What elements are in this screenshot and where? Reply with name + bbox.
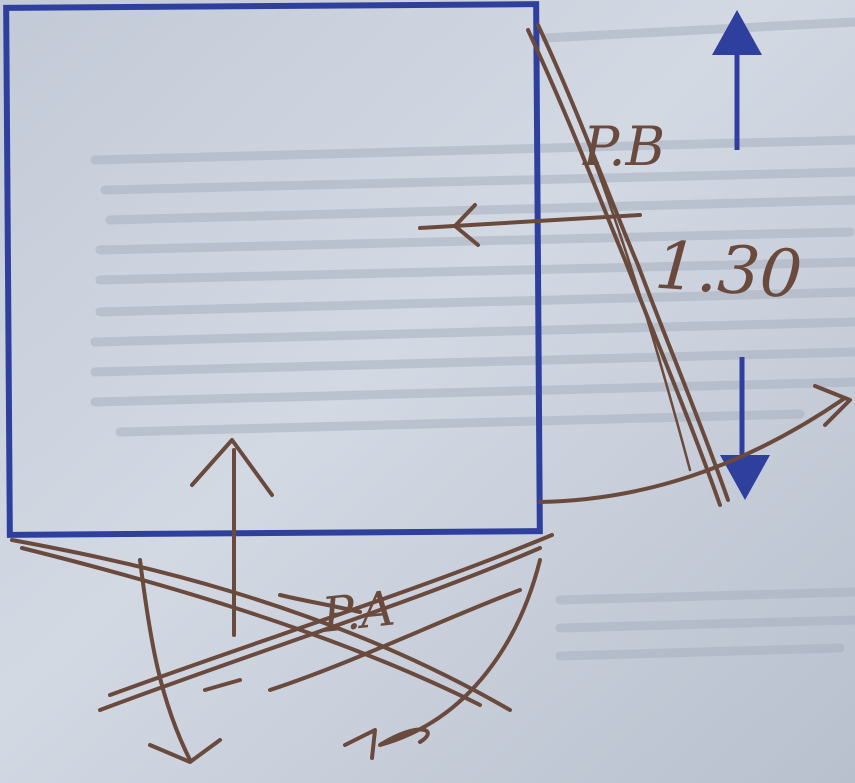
blue-square-outline: [3, 1, 543, 538]
slanted-leg-line-2: [536, 23, 730, 502]
blue-dimension-arrow: [712, 10, 770, 500]
left-curved-arrow: [138, 558, 192, 762]
bottom-curl-arrowhead: [343, 728, 377, 760]
label-measurement: 1.30: [653, 227, 805, 314]
left-arrow-head: [453, 203, 480, 247]
arrow-up-icon: [712, 10, 762, 55]
slanted-leg-line: [526, 28, 722, 507]
cross-line-4: [98, 546, 542, 712]
left-curved-arrowhead: [148, 738, 222, 764]
pencil-sketch: [10, 23, 852, 764]
curved-arc-arrowhead: [813, 384, 852, 427]
up-arrow-head: [190, 438, 274, 497]
cross-line-1: [10, 538, 512, 712]
label-point-a: P.A: [318, 581, 397, 644]
cross-line-2: [20, 546, 482, 707]
cross-line-5: [268, 588, 522, 692]
bottom-curl-arrow: [378, 558, 542, 747]
curved-arc-arrow: [538, 396, 847, 504]
label-point-b: P.B: [582, 115, 665, 178]
slanted-leg-line-3: [588, 148, 692, 472]
arrow-down-icon: [720, 455, 770, 500]
cross-line-3: [108, 533, 554, 697]
